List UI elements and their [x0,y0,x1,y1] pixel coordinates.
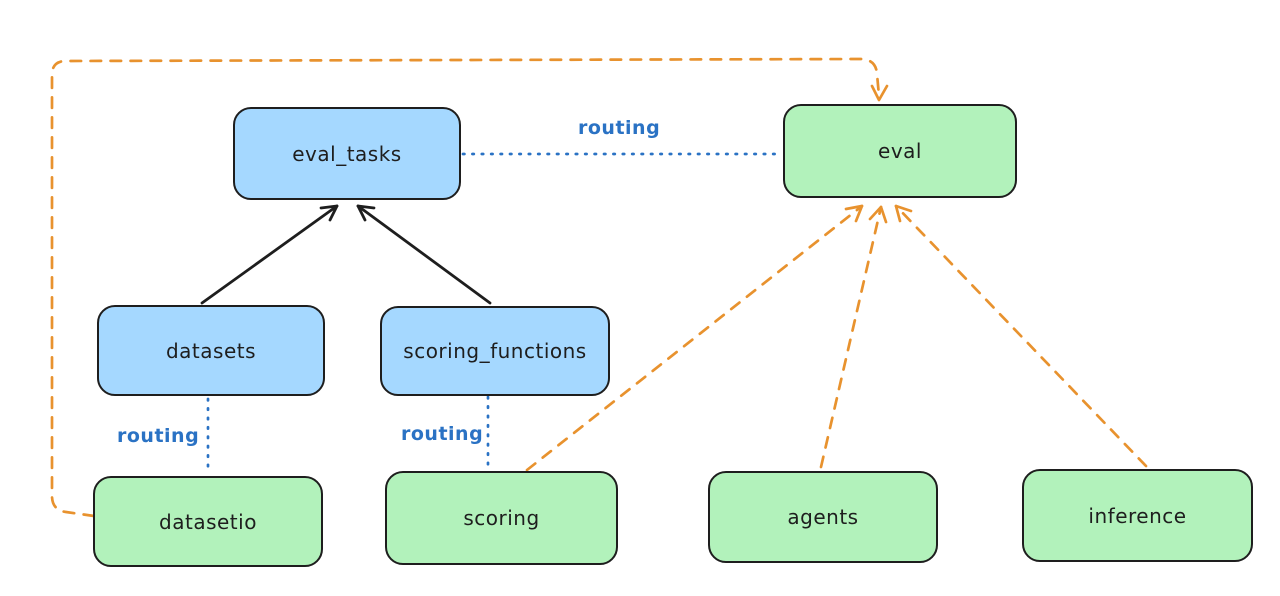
node-datasetio-label: datasetio [159,509,257,534]
node-inference: inference [1022,469,1253,562]
edge-scoring-eval [525,204,864,472]
arrowhead-inference-eval [894,204,913,223]
node-eval-tasks: eval_tasks [233,107,461,200]
arrowhead-datasets-evaltasks [319,204,339,222]
node-scoring-functions-label: scoring_functions [403,339,587,363]
node-datasets: datasets [97,305,325,396]
node-datasets-label: datasets [165,338,257,363]
edge-scoringfunctions-evaltasks [356,204,492,305]
arrowhead-scoring-eval [844,204,864,223]
node-eval-label: eval [878,139,922,163]
edge-datasets-evaltasks [200,204,339,305]
node-scoring: scoring [385,471,618,565]
edge-inference-eval [894,204,1148,468]
node-agents: agents [708,471,938,563]
routing-label-datasets-datasetio: routing [117,425,200,447]
node-scoring-label: scoring [463,506,540,530]
edge-datasetio-eval [50,57,881,518]
node-scoring-functions: scoring_functions [380,306,610,396]
routing-label-scoringfunctions-scoring: routing [401,423,484,445]
node-agents-label: agents [787,505,859,529]
edge-agents-eval [819,205,883,469]
arrowhead-agents-eval [868,205,888,224]
arrowhead-scoringfunctions-evaltasks [356,204,376,222]
node-datasetio: datasetio [93,476,323,567]
node-inference-label: inference [1088,503,1187,528]
routing-label-evaltasks-eval: routing [578,117,661,139]
node-eval: eval [783,104,1017,198]
arrowhead-datasetio-eval [870,84,889,102]
node-eval-tasks-label: eval_tasks [292,141,402,166]
